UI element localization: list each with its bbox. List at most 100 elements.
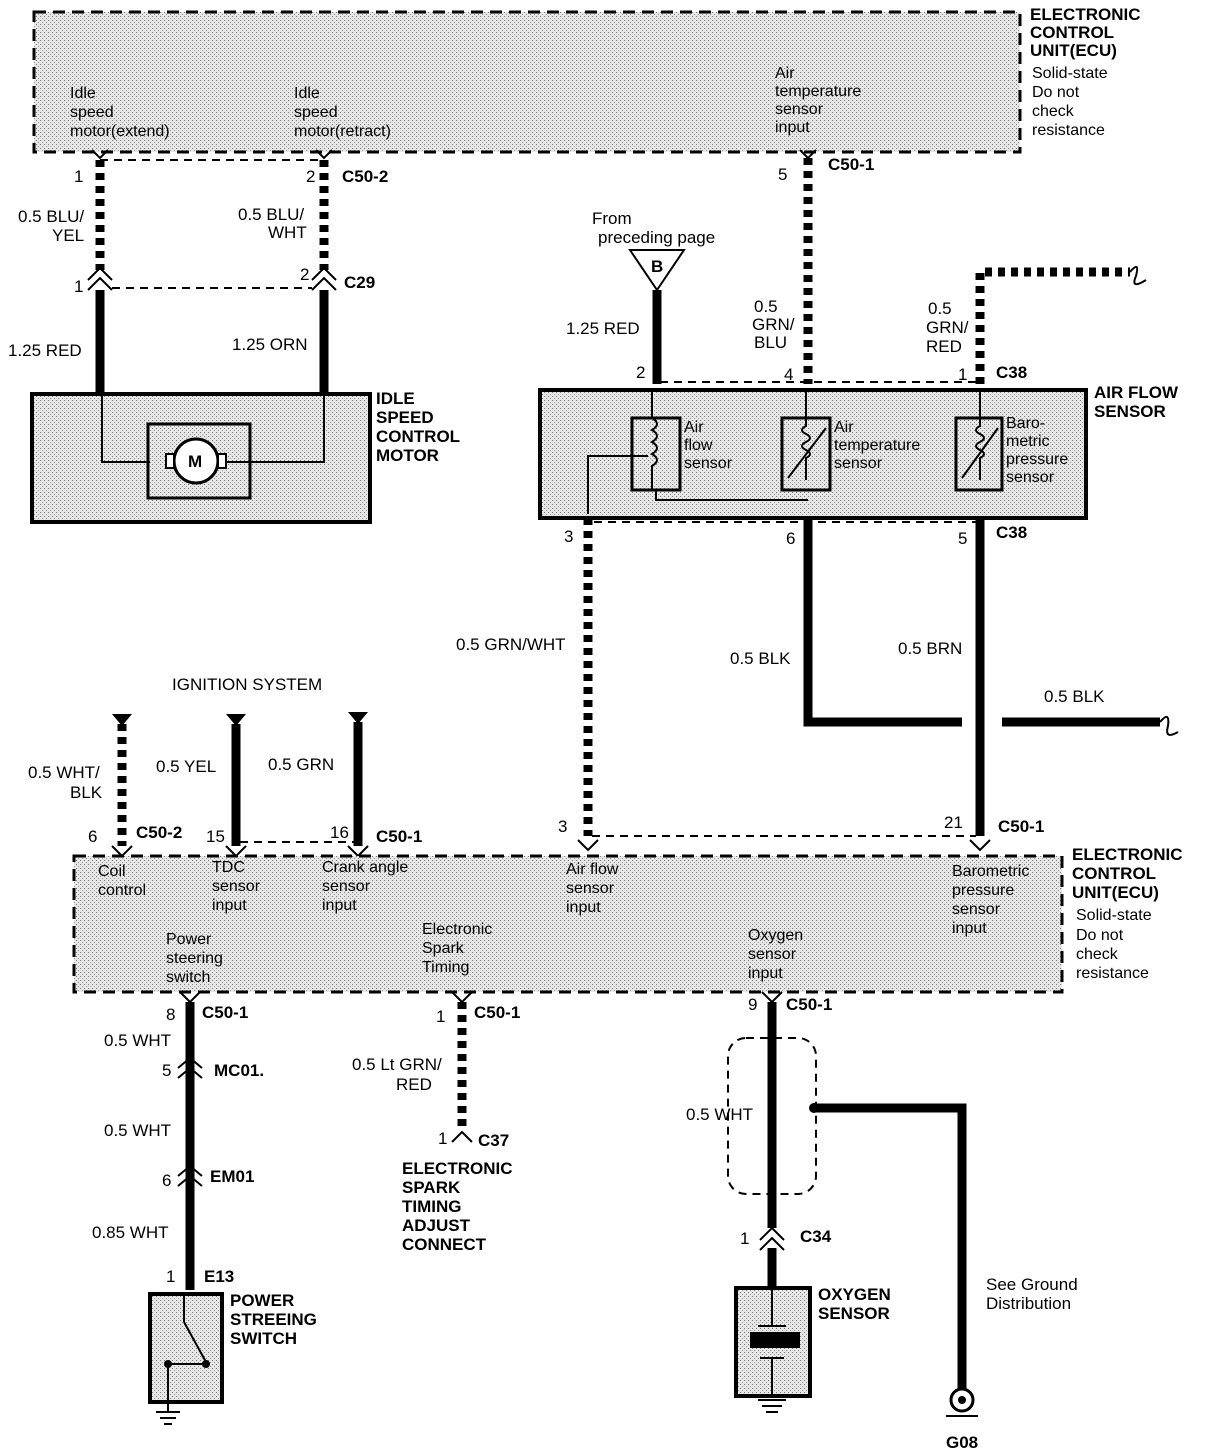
svg-text:input: input xyxy=(212,897,247,914)
svg-text:MOTOR: MOTOR xyxy=(376,446,439,465)
ps-wiring: 8 C50-1 0.5 WHT 5 MC01. 0.5 WHT 6 EM01 0… xyxy=(92,991,264,1290)
svg-text:5: 5 xyxy=(958,529,967,548)
spark-timing-wiring: 1 C50-1 0.5 Lt GRN/ RED 1 C37 ELECTRONIC… xyxy=(352,991,520,1254)
svg-text:SWITCH: SWITCH xyxy=(230,1329,297,1348)
svg-text:resistance: resistance xyxy=(1076,965,1149,982)
svg-text:0.5 BLU/: 0.5 BLU/ xyxy=(238,205,304,224)
svg-text:Spark: Spark xyxy=(422,940,465,957)
svg-text:1: 1 xyxy=(436,1007,445,1026)
svg-text:pressure: pressure xyxy=(1006,451,1068,468)
svg-text:sensor: sensor xyxy=(1006,469,1055,486)
svg-text:Air: Air xyxy=(775,65,795,82)
ground-g08: G08 xyxy=(946,1387,978,1452)
svg-text:sensor: sensor xyxy=(775,101,824,118)
svg-text:sensor: sensor xyxy=(952,901,1001,918)
svg-text:3: 3 xyxy=(558,817,567,836)
ecu-top-note: Solid-state Do not check resistance xyxy=(1032,65,1108,139)
svg-text:STREEING: STREEING xyxy=(230,1310,317,1329)
svg-text:ELECTRONIC: ELECTRONIC xyxy=(1030,5,1141,24)
svg-text:Electronic: Electronic xyxy=(422,921,492,938)
svg-text:speed: speed xyxy=(294,104,338,121)
svg-text:3: 3 xyxy=(564,527,573,546)
svg-text:21: 21 xyxy=(944,813,963,832)
svg-text:6: 6 xyxy=(88,827,97,846)
svg-text:Oxygen: Oxygen xyxy=(748,927,803,944)
svg-text:1: 1 xyxy=(438,1129,447,1148)
svg-text:1.25 RED: 1.25 RED xyxy=(8,341,82,360)
svg-text:Power: Power xyxy=(166,931,212,948)
svg-text:0.5: 0.5 xyxy=(754,297,778,316)
oxygen-sensor: OXYGEN SENSOR xyxy=(734,1285,891,1413)
svg-text:0.5 BLK: 0.5 BLK xyxy=(730,649,791,668)
svg-text:C29: C29 xyxy=(344,273,375,292)
svg-text:CONTROL: CONTROL xyxy=(376,427,460,446)
svg-text:0.85 WHT: 0.85 WHT xyxy=(92,1223,169,1242)
svg-text:C50-1: C50-1 xyxy=(376,827,422,846)
svg-text:RED: RED xyxy=(926,337,962,356)
power-steering-switch: POWER STREEING SWITCH xyxy=(148,1291,317,1425)
svg-text:C34: C34 xyxy=(800,1227,832,1246)
o2-sensor-label: OXYGEN SENSOR xyxy=(818,1285,891,1323)
svg-text:Idle: Idle xyxy=(70,85,96,102)
svg-text:0.5: 0.5 xyxy=(928,299,952,318)
svg-text:switch: switch xyxy=(166,969,210,986)
svg-text:0.5 WHT: 0.5 WHT xyxy=(104,1121,171,1140)
svg-text:0.5 WHT/: 0.5 WHT/ xyxy=(28,763,100,782)
svg-text:C50-1: C50-1 xyxy=(786,995,832,1014)
ecu-bottom: ELECTRONIC CONTROL UNIT(ECU) Solid-state… xyxy=(72,845,1183,994)
isc-motor: M IDLE SPEED CONTROL MOTOR xyxy=(30,389,460,524)
svg-text:4: 4 xyxy=(784,365,793,384)
svg-text:0.5 BRN: 0.5 BRN xyxy=(898,639,962,658)
svg-text:sensor: sensor xyxy=(322,878,371,895)
ecu-top-title: ELECTRONIC CONTROL UNIT(ECU) xyxy=(1030,5,1141,60)
svg-text:Do not: Do not xyxy=(1076,927,1124,944)
svg-text:5: 5 xyxy=(162,1061,171,1080)
svg-text:OXYGEN: OXYGEN xyxy=(818,1285,891,1304)
svg-text:GRN/: GRN/ xyxy=(752,315,795,334)
svg-text:Air: Air xyxy=(834,419,854,436)
svg-text:See Ground: See Ground xyxy=(986,1275,1078,1294)
svg-text:1: 1 xyxy=(958,365,967,384)
ecu-top-pin-isc-extend: Idle speed motor(extend) xyxy=(70,85,170,140)
svg-text:TIMING: TIMING xyxy=(402,1197,462,1216)
svg-text:From: From xyxy=(592,209,632,228)
svg-text:Air flow: Air flow xyxy=(566,861,619,878)
svg-text:SENSOR: SENSOR xyxy=(1094,402,1166,421)
svg-text:SPARK: SPARK xyxy=(402,1178,461,1197)
svg-text:CONTROL: CONTROL xyxy=(1072,864,1156,883)
svg-text:IDLE: IDLE xyxy=(376,389,415,408)
svg-text:sensor: sensor xyxy=(566,880,615,897)
ground-note: See Ground Distribution xyxy=(986,1275,1078,1313)
spark-connect-label: ELECTRONIC SPARK TIMING ADJUST CONNECT xyxy=(402,1159,513,1254)
svg-text:UNIT(ECU): UNIT(ECU) xyxy=(1072,883,1159,902)
svg-text:1: 1 xyxy=(74,277,83,296)
svg-text:1.25 RED: 1.25 RED xyxy=(566,319,640,338)
svg-text:C50-2: C50-2 xyxy=(136,823,182,842)
svg-text:Solid-state: Solid-state xyxy=(1032,65,1108,82)
svg-text:AIR FLOW: AIR FLOW xyxy=(1094,383,1179,402)
svg-text:metric: metric xyxy=(1006,433,1050,450)
svg-text:Crank angle: Crank angle xyxy=(322,859,408,876)
svg-text:temperature: temperature xyxy=(834,437,920,454)
svg-text:check: check xyxy=(1032,103,1075,120)
svg-text:16: 16 xyxy=(330,823,349,842)
svg-text:flow: flow xyxy=(684,437,713,454)
svg-text:Do not: Do not xyxy=(1032,84,1080,101)
svg-text:0.5 WHT: 0.5 WHT xyxy=(686,1105,753,1124)
svg-text:C37: C37 xyxy=(478,1131,509,1150)
isc-motor-label: IDLE SPEED CONTROL MOTOR xyxy=(376,389,460,465)
svg-text:preceding page: preceding page xyxy=(598,228,715,247)
svg-text:SPEED: SPEED xyxy=(376,408,434,427)
svg-text:C50-2: C50-2 xyxy=(342,167,388,186)
ecu-top-pin-isc-retract: Idle speed motor(retract) xyxy=(294,85,391,140)
svg-text:1: 1 xyxy=(166,1267,175,1286)
svg-text:0.5 Lt GRN/: 0.5 Lt GRN/ xyxy=(352,1055,442,1074)
motor-symbol: M xyxy=(188,452,202,471)
svg-text:sensor: sensor xyxy=(834,455,883,472)
svg-text:MC01.: MC01. xyxy=(214,1061,264,1080)
svg-text:C50-1: C50-1 xyxy=(828,155,874,174)
svg-text:input: input xyxy=(322,897,357,914)
svg-text:C50-1: C50-1 xyxy=(474,1003,520,1022)
svg-text:BLK: BLK xyxy=(70,783,103,802)
svg-text:0.5 GRN: 0.5 GRN xyxy=(268,755,334,774)
